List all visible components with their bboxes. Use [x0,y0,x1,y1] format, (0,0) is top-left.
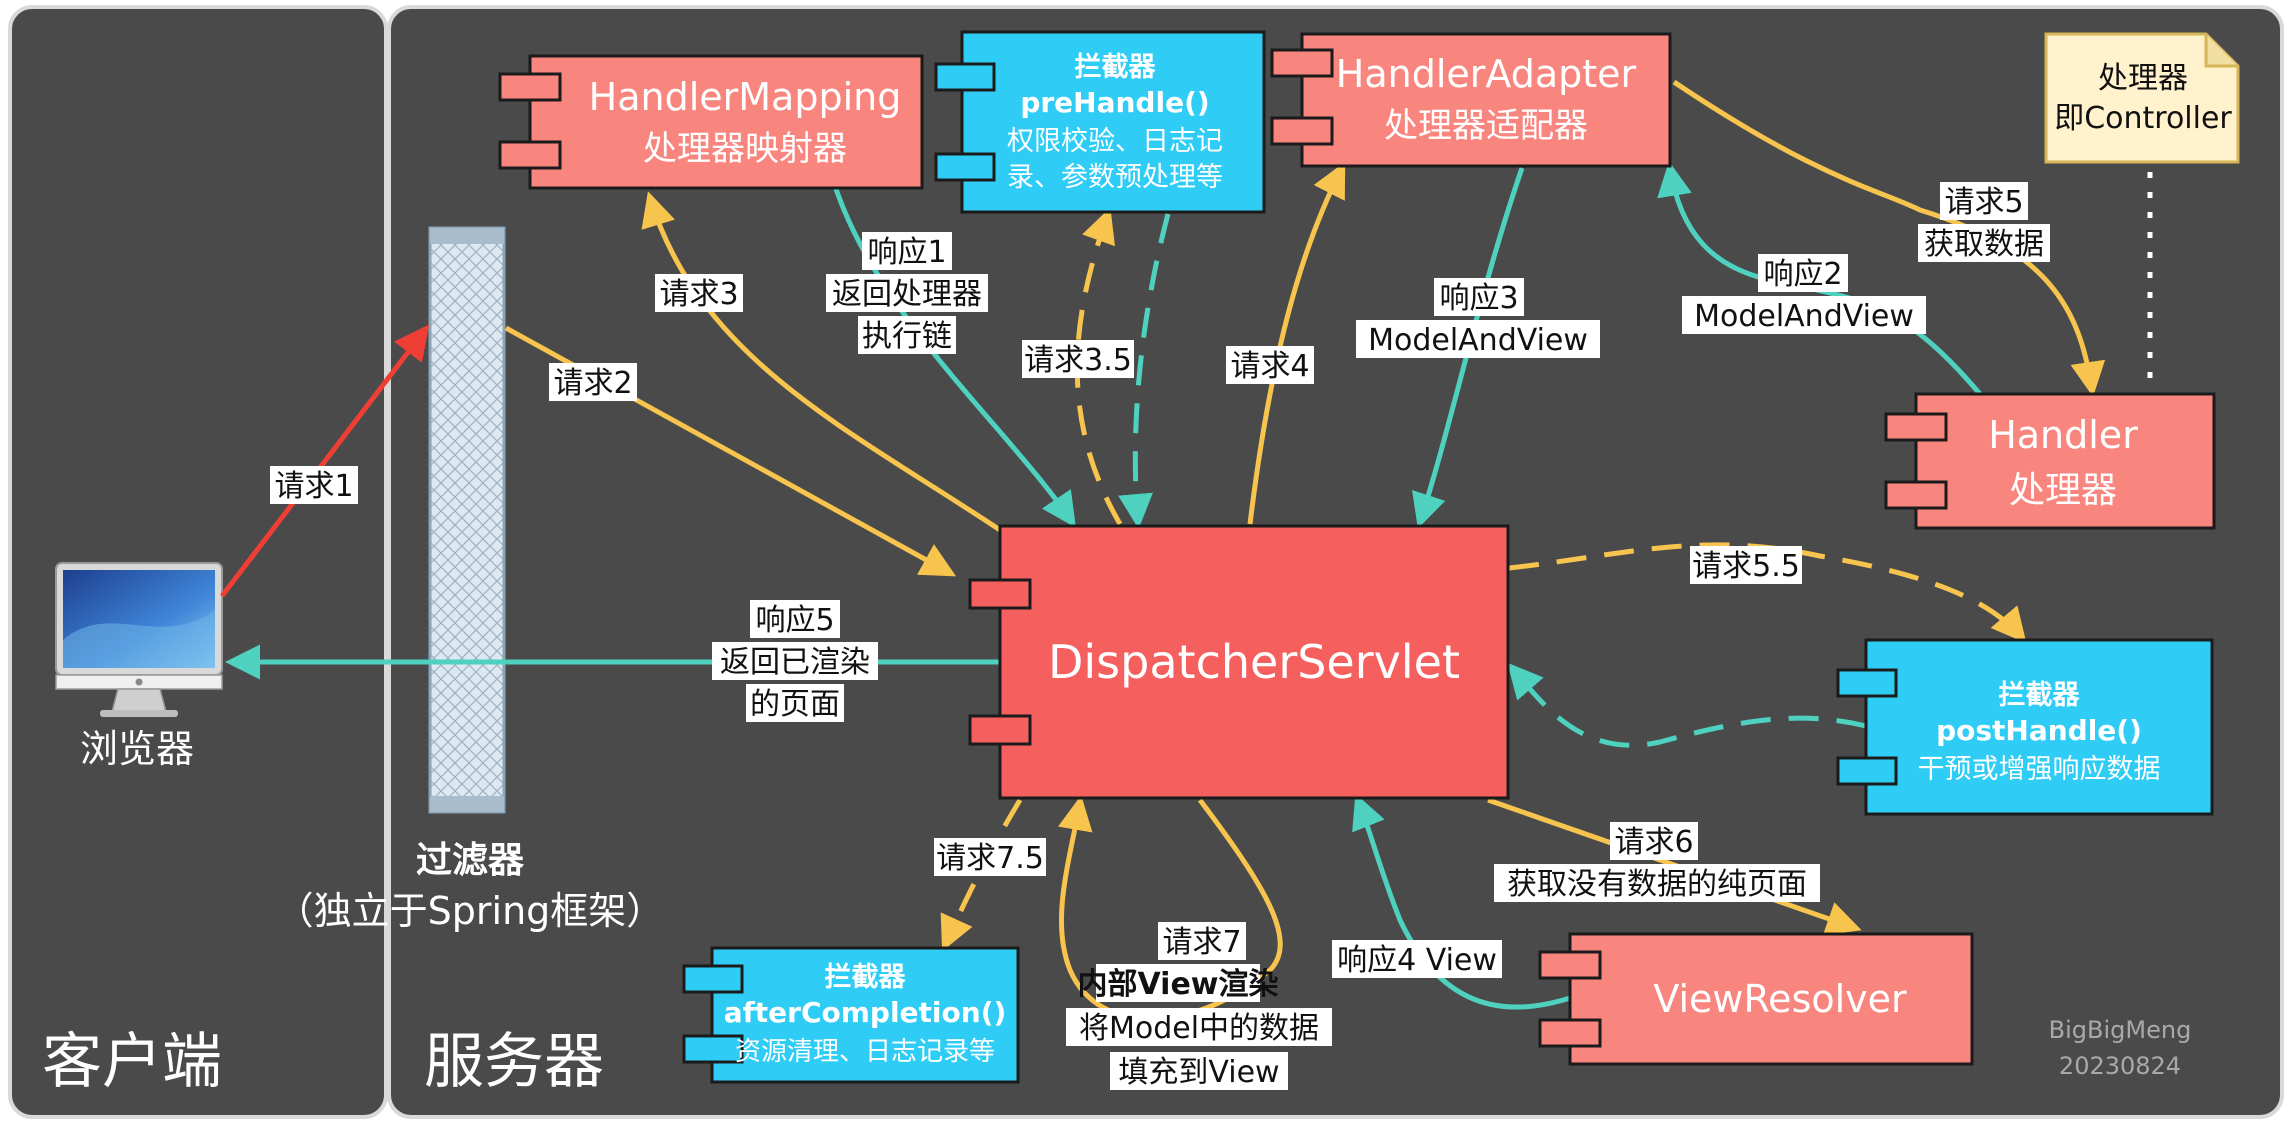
watermark-author: BigBigMeng [2049,1016,2192,1044]
handler-mapping-desc: 处理器映射器 [643,129,847,169]
label-response-2-a: 响应2 [1763,257,1842,292]
note-line-2: 即Controller [2054,101,2232,136]
label-response-3-b: ModelAndView [1368,323,1588,358]
handler-mapping-component: HandlerMapping 处理器映射器 [498,54,924,190]
arrow-request-7-5 [940,798,1023,952]
label-response-3-a: 响应3 [1439,281,1518,316]
label-request-3: 请求3 [659,277,738,312]
aftercompletion-method: afterCompletion() [724,996,1007,1029]
label-request-7-b: 内部View渲染 [1077,967,1278,1002]
handler-adapter-component: HandlerAdapter 处理器适配器 [1270,32,1672,168]
label-request-5-b: 获取数据 [1924,227,2044,262]
prehandle-method: preHandle() [1020,86,1209,119]
arrow-response-4 [1352,793,1571,1010]
label-request-5-5: 请求5.5 [1692,549,1800,584]
filter-title: 过滤器 [416,840,525,881]
label-request-7-5: 请求7.5 [936,841,1044,876]
arrow-request-5 [1672,79,2106,397]
browser-monitor-icon [55,562,223,717]
posthandle-method: postHandle() [1936,714,2142,747]
label-request-2: 请求2 [553,366,632,401]
posthandle-title: 拦截器 [1999,680,2081,711]
handler-desc: 处理器 [2009,470,2117,511]
label-request-4: 请求4 [1230,349,1309,384]
label-response-5-b: 返回已渲染 [720,645,870,680]
prehandle-title: 拦截器 [1075,52,1157,83]
label-response-1-a: 响应1 [867,235,946,270]
filter-subtitle: （独立于Spring框架） [276,889,665,933]
aftercompletion-desc: 资源清理、日志记录等 [735,1037,995,1067]
label-response-5-a: 响应5 [755,603,834,638]
edge-labels: 请求1 请求2 请求3 响应1 返回处理器 执行链 请求3.5 请求4 响应3 … [270,182,2050,1090]
controller-note: 处理器 即Controller [2044,32,2240,164]
label-response-1-c: 执行链 [862,319,952,354]
prehandle-desc-2: 录、参数预处理等 [1007,162,1223,193]
label-request-1: 请求1 [274,469,353,504]
view-resolver-component: ViewResolver [1538,932,1974,1066]
handler-adapter-name: HandlerAdapter [1336,52,1637,96]
label-request-3-5: 请求3.5 [1024,343,1132,378]
arrow-request-5-5 [1508,542,2027,644]
server-zone-label: 服务器 [424,1027,604,1097]
posthandle-desc: 干预或增强响应数据 [1918,754,2161,785]
note-line-1: 处理器 [2098,61,2188,96]
label-request-5-a: 请求5 [1944,185,2023,220]
handler-adapter-desc: 处理器适配器 [1384,106,1588,146]
label-response-1-b: 返回处理器 [832,277,982,312]
handler-mapping-name: HandlerMapping [589,75,902,119]
dispatcher-name: DispatcherServlet [1048,635,1460,689]
arrow-request-1 [220,324,430,598]
label-response-5-c: 的页面 [750,687,840,722]
interceptor-posthandle: 拦截器 postHandle() 干预或增强响应数据 [1836,638,2214,816]
client-zone-label: 客户端 [42,1027,222,1097]
label-request-6-a: 请求6 [1614,825,1693,860]
handler-component: Handler 处理器 [1884,392,2216,530]
label-response-2-b: ModelAndView [1694,299,1914,334]
prehandle-desc-1: 权限校验、日志记 [1007,126,1223,157]
label-request-7-c: 将Model中的数据 [1079,1011,1319,1046]
interceptor-prehandle: 拦截器 preHandle() 权限校验、日志记 录、参数预处理等 [934,30,1266,214]
arrow-request-3 [641,191,1002,533]
handler-name: Handler [1988,413,2138,457]
browser-label: 浏览器 [80,727,194,771]
label-response-4: 响应4 View [1337,943,1497,978]
label-request-6-b: 获取没有数据的纯页面 [1507,867,1807,902]
arrow-request-4 [1247,161,1346,525]
view-resolver-name: ViewResolver [1653,977,1907,1021]
dispatcher-servlet-component: DispatcherServlet [968,524,1510,800]
filter-bar [428,226,506,814]
watermark-date: 20230824 [2059,1052,2181,1080]
interceptor-aftercompletion: 拦截器 afterCompletion() 资源清理、日志记录等 [682,946,1020,1084]
arrow-response-pre [1118,213,1171,529]
aftercompletion-title: 拦截器 [825,962,907,993]
label-request-7-d: 填充到View [1118,1055,1279,1090]
label-request-7-a: 请求7 [1162,925,1241,960]
arrow-response-post [1507,662,1867,748]
arrow-response-1 [832,185,1076,528]
